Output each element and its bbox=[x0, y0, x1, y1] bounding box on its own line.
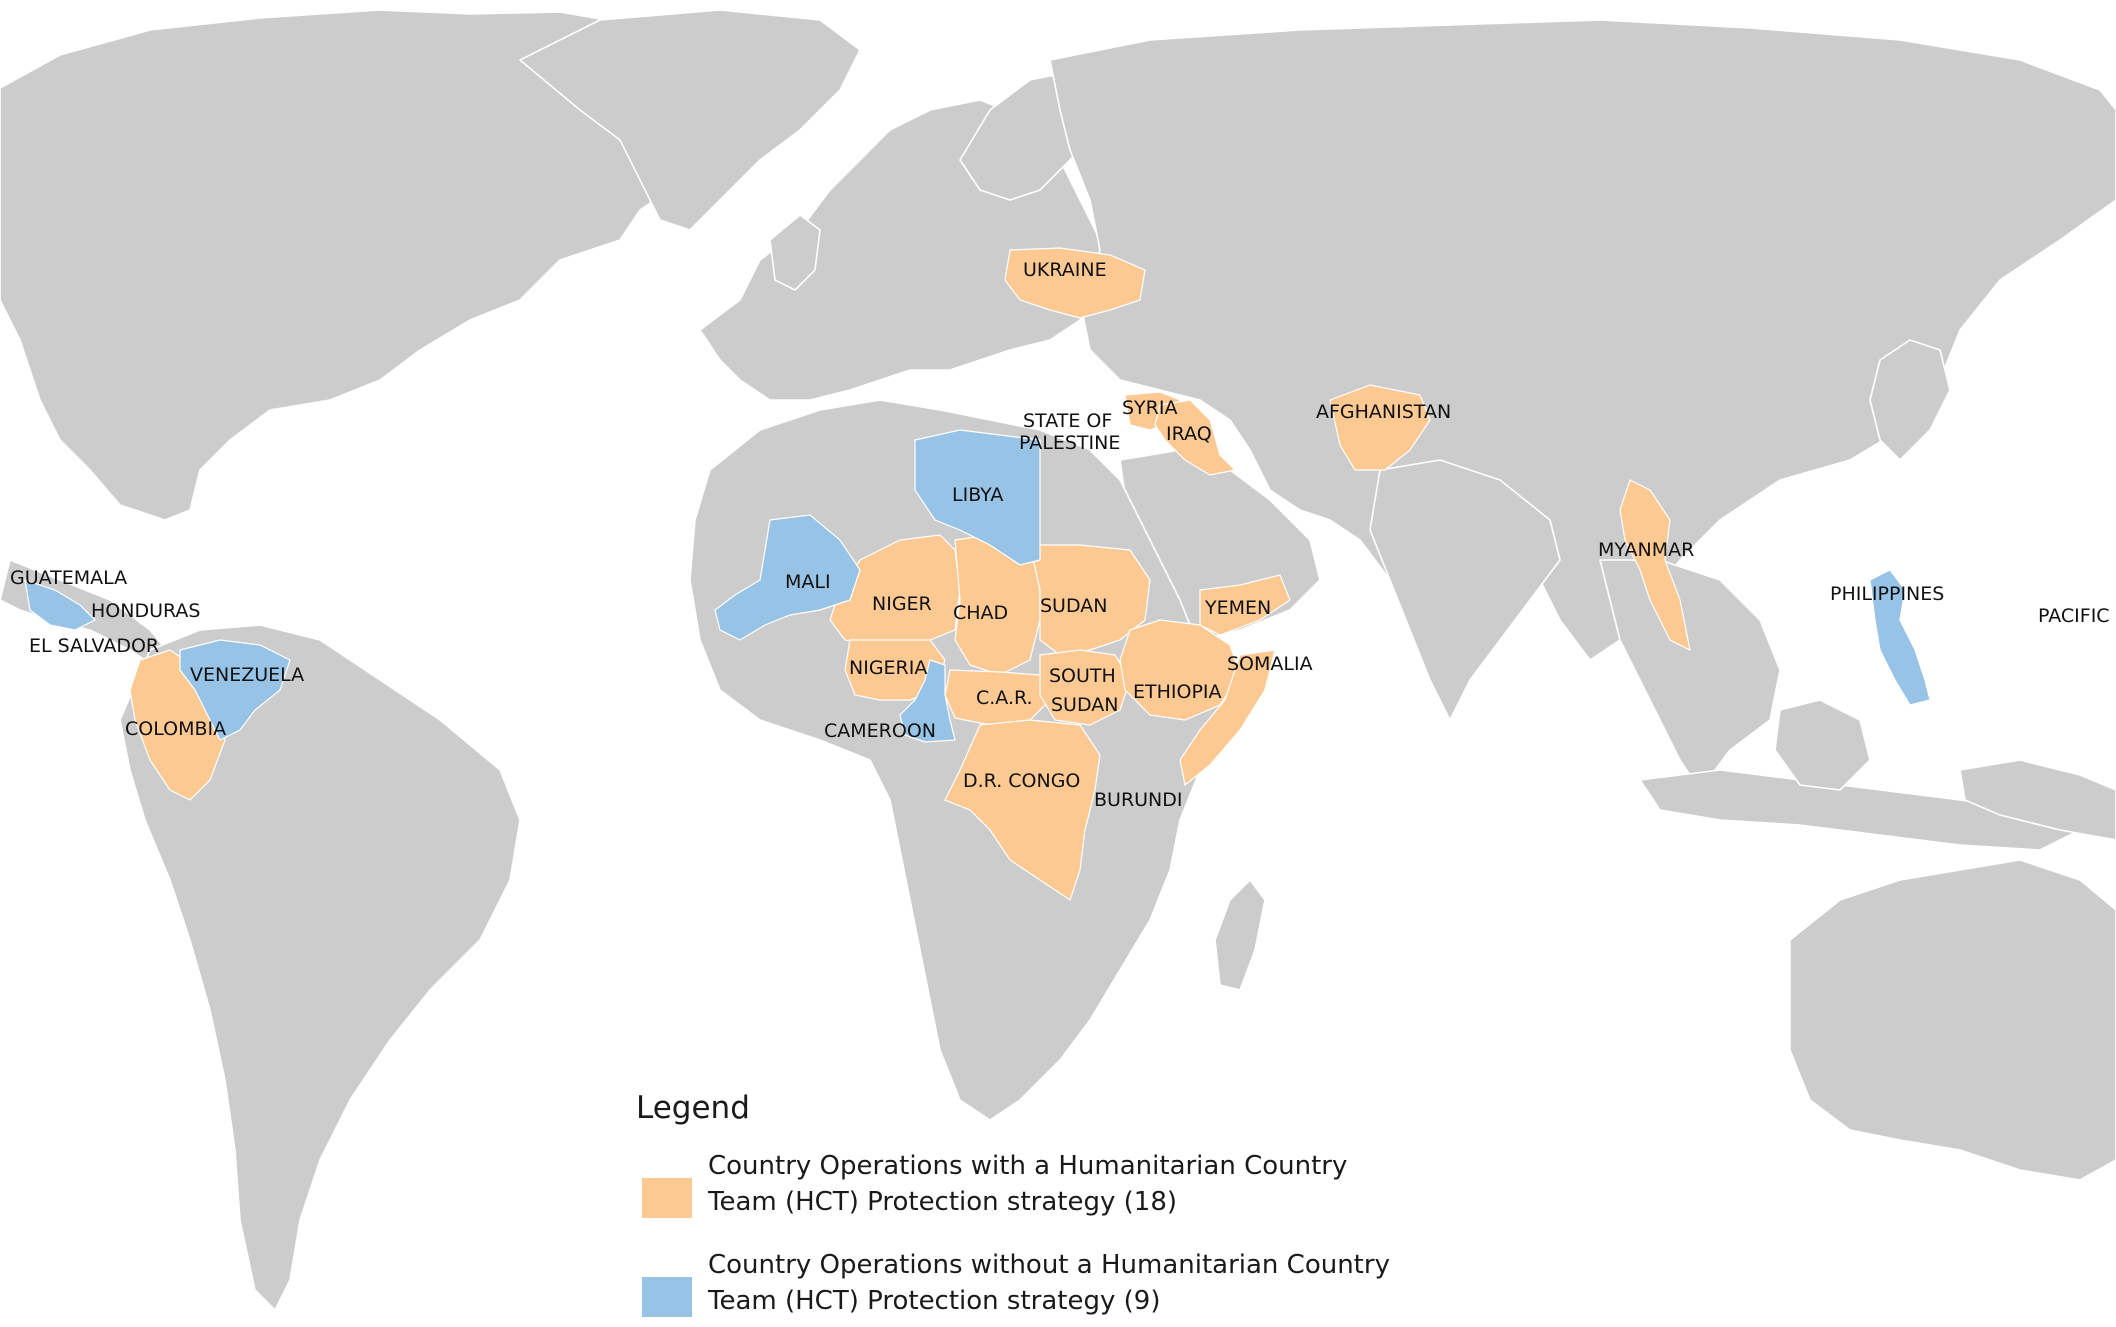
label-syria: SYRIA bbox=[1122, 397, 1177, 419]
legend-label-without-hct: Country Operations without a Humanitaria… bbox=[708, 1250, 1390, 1316]
label-south-sudan-1: SOUTH bbox=[1049, 665, 1116, 687]
legend-title: Legend bbox=[636, 1090, 750, 1126]
borneo bbox=[1774, 699, 1871, 791]
legend-item-without-hct: Country Operations without a Humanitaria… bbox=[642, 1247, 1402, 1327]
no-hct-countries bbox=[24, 429, 1931, 743]
label-niger: NIGER bbox=[872, 593, 932, 615]
label-colombia: COLOMBIA bbox=[125, 718, 226, 740]
iraq-shape[interactable] bbox=[1154, 399, 1237, 476]
label-venezuela: VENEZUELA bbox=[190, 664, 304, 686]
south-america bbox=[119, 624, 521, 1311]
new-guinea bbox=[1959, 759, 2116, 841]
legend: Legend Country Operations with a Humanit… bbox=[636, 1090, 1416, 1320]
afghanistan-shape[interactable] bbox=[1329, 384, 1431, 471]
myanmar-shape[interactable] bbox=[1619, 479, 1691, 652]
label-afghanistan: AFGHANISTAN bbox=[1316, 401, 1451, 423]
australia bbox=[1789, 859, 2116, 1181]
label-iraq: IRAQ bbox=[1166, 423, 1212, 445]
label-state-of-palestine-1: STATE OF bbox=[1023, 410, 1112, 432]
label-south-sudan-2: SUDAN bbox=[1051, 694, 1118, 716]
label-car: C.A.R. bbox=[976, 687, 1033, 709]
greenland bbox=[519, 9, 861, 231]
legend-swatch-blue bbox=[642, 1277, 692, 1317]
country-labels: UKRAINE SYRIA IRAQ STATE OF PALESTINE AF… bbox=[10, 259, 2110, 811]
label-ukraine: UKRAINE bbox=[1023, 259, 1107, 281]
label-chad: CHAD bbox=[953, 602, 1008, 624]
label-yemen: YEMEN bbox=[1204, 597, 1271, 619]
label-philippines: PHILIPPINES bbox=[1830, 583, 1944, 605]
southeast-asia bbox=[1599, 559, 1781, 791]
label-libya: LIBYA bbox=[952, 484, 1003, 506]
britain bbox=[769, 214, 821, 291]
north-america bbox=[0, 9, 801, 521]
label-sudan: SUDAN bbox=[1040, 595, 1107, 617]
label-guatemala: GUATEMALA bbox=[10, 567, 127, 589]
label-somalia: SOMALIA bbox=[1227, 653, 1313, 675]
sudan-shape[interactable] bbox=[1029, 544, 1151, 656]
mali-shape[interactable] bbox=[714, 514, 861, 641]
legend-item-with-hct: Country Operations with a Humanitarian C… bbox=[642, 1148, 1402, 1228]
niger-shape[interactable] bbox=[829, 534, 961, 646]
japan bbox=[1869, 339, 1951, 461]
madagascar bbox=[1214, 879, 1266, 991]
ukraine-shape[interactable] bbox=[1004, 247, 1146, 319]
india bbox=[1369, 459, 1561, 721]
somalia-shape[interactable] bbox=[1179, 649, 1276, 787]
label-ethiopia: ETHIOPIA bbox=[1133, 681, 1222, 703]
legend-swatch-orange bbox=[642, 1178, 692, 1218]
south-sudan-shape[interactable] bbox=[1039, 649, 1131, 726]
label-pacific: PACIFIC bbox=[2038, 605, 2110, 627]
legend-label-with-hct: Country Operations with a Humanitarian C… bbox=[708, 1151, 1348, 1217]
libya-shape[interactable] bbox=[914, 429, 1041, 566]
label-honduras: HONDURAS bbox=[91, 600, 200, 622]
label-mali: MALI bbox=[785, 571, 831, 593]
venezuela-shape[interactable] bbox=[179, 639, 291, 741]
yemen-shape[interactable] bbox=[1199, 574, 1291, 636]
label-cameroon: CAMEROON bbox=[824, 720, 936, 742]
philippines-shape[interactable] bbox=[1869, 569, 1931, 706]
central-america-shape[interactable] bbox=[24, 579, 97, 631]
label-burundi: BURUNDI bbox=[1094, 789, 1183, 811]
label-nigeria: NIGERIA bbox=[849, 657, 927, 679]
ethiopia-shape[interactable] bbox=[1119, 619, 1241, 721]
cameroon-shape[interactable] bbox=[899, 659, 956, 743]
asia bbox=[1049, 19, 2116, 661]
label-state-of-palestine-2: PALESTINE bbox=[1019, 432, 1120, 454]
drc-shape[interactable] bbox=[944, 719, 1101, 901]
label-myanmar: MYANMAR bbox=[1598, 539, 1694, 561]
label-drc: D.R. CONGO bbox=[963, 770, 1080, 792]
label-el-salvador: EL SALVADOR bbox=[29, 635, 159, 657]
